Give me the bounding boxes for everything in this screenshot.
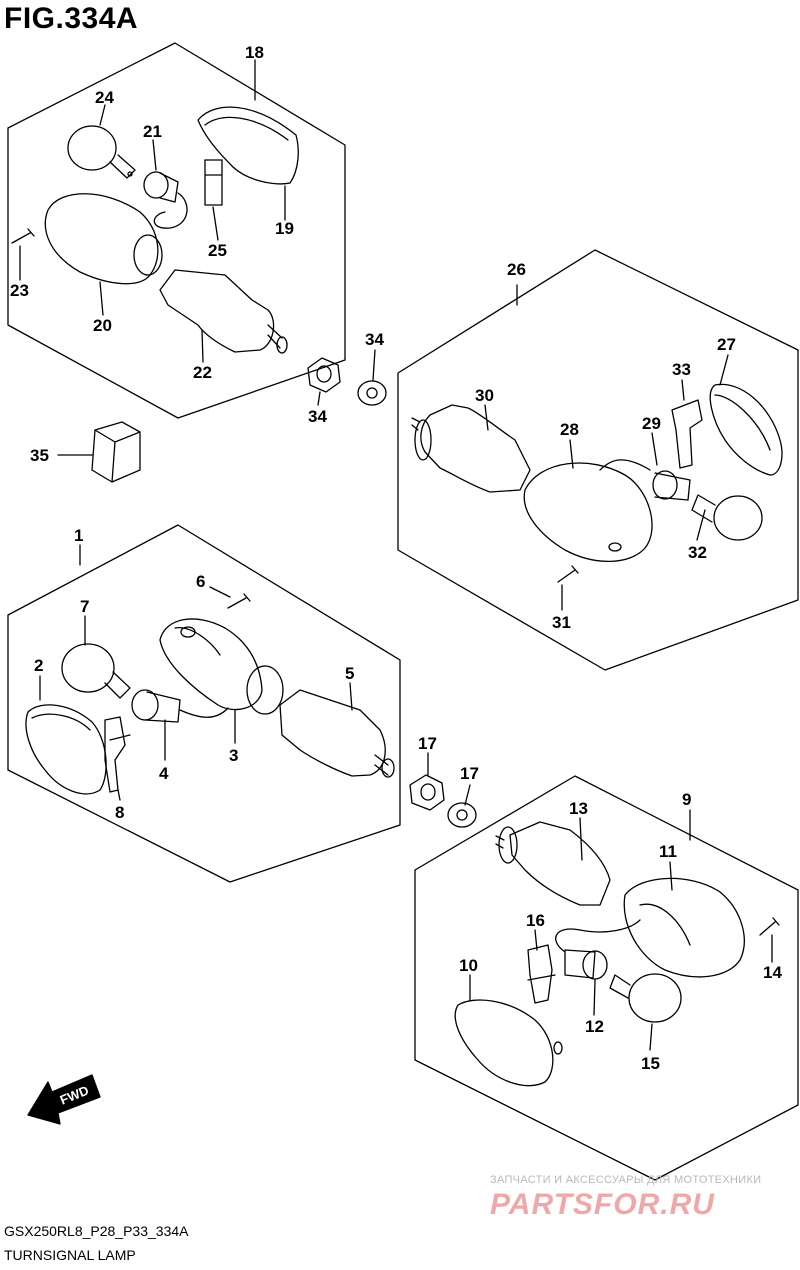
- callout-11: 11: [659, 842, 677, 861]
- stay-5: [279, 689, 386, 777]
- callout-4: 4: [159, 764, 169, 783]
- lens-18: [197, 106, 299, 185]
- lens-27: [709, 383, 783, 476]
- callout-17-nut: 17: [418, 734, 437, 753]
- clip-33: [671, 399, 703, 469]
- socket-21: [143, 171, 169, 199]
- figure-title: FIG.334A: [4, 2, 139, 35]
- fwd-arrow-icon: [27, 1074, 101, 1125]
- callout-19: 19: [275, 219, 294, 238]
- bulb-15: [628, 973, 682, 1023]
- callout-6: 6: [196, 572, 205, 591]
- watermark-logo: PARTSFOR.RU: [490, 1188, 715, 1221]
- screw-14: [759, 917, 780, 936]
- callout-26: 26: [507, 260, 526, 279]
- callout-29: 29: [642, 414, 661, 433]
- callout-22: 22: [193, 363, 212, 382]
- assembly-outline-right: [397, 249, 799, 671]
- callout-35: 35: [30, 446, 49, 465]
- callout-30: 30: [475, 386, 494, 405]
- housing-28: [523, 462, 653, 563]
- clip-16: [527, 944, 556, 1004]
- callout-18: 18: [245, 43, 264, 62]
- callout-23: 23: [10, 281, 29, 300]
- callout-31: 31: [552, 613, 571, 632]
- callout-14: 14: [763, 963, 782, 982]
- stay-30: [420, 404, 531, 493]
- stay-22: [159, 269, 275, 353]
- callout-34-nut: 34: [308, 407, 327, 426]
- callout-12: 12: [585, 1017, 604, 1036]
- assembly-outline-left-lower: [7, 524, 401, 883]
- screw-23: [11, 228, 35, 244]
- screw-31: [557, 565, 579, 583]
- callout-9: 9: [682, 790, 691, 809]
- callout-24: 24: [95, 88, 114, 107]
- bulb-7: [61, 643, 115, 693]
- housing-3: [159, 618, 263, 711]
- callout-2: 2: [34, 656, 43, 675]
- callout-8: 8: [115, 803, 124, 822]
- stay-13: [509, 821, 611, 906]
- callout-5: 5: [345, 664, 354, 683]
- callout-21: 21: [143, 122, 162, 141]
- screw-6: [227, 593, 251, 609]
- housing-11: [623, 877, 745, 978]
- callout-34-washer: 34: [365, 330, 384, 349]
- callout-32: 32: [688, 543, 707, 562]
- figure-caption: TURNSIGNAL LAMP: [4, 1247, 136, 1263]
- assembly-outline-right-lower: [414, 775, 799, 1181]
- callout-1: 1: [74, 526, 83, 545]
- washer-34b: [357, 380, 387, 406]
- callout-13: 13: [569, 799, 588, 818]
- lens-2: [25, 704, 107, 795]
- clip-8: [104, 716, 131, 793]
- bulb-32: [713, 495, 763, 541]
- callout-10: 10: [459, 956, 478, 975]
- callout-28: 28: [560, 420, 579, 439]
- callout-33: 33: [672, 360, 691, 379]
- callout-numbers: 18 24 21 19 25 23 20 22 34 34 35 26 27 3…: [10, 43, 782, 1073]
- relay-35: [91, 421, 141, 483]
- callout-3: 3: [229, 746, 238, 765]
- assembly-outline-top-left: [7, 42, 346, 419]
- housing-20: [44, 193, 159, 285]
- nut-34a: [307, 357, 341, 393]
- socket-12: [582, 950, 608, 980]
- socket-29: [652, 470, 678, 500]
- nut-17a: [409, 774, 445, 811]
- callout-16: 16: [526, 911, 545, 930]
- lens-10: [454, 999, 554, 1087]
- watermark-tagline: ЗАПЧАСТИ И АКСЕССУАРЫ ДЛЯ МОТОТЕХНИКИ: [490, 1174, 762, 1186]
- washer-17b: [447, 802, 477, 828]
- callout-27: 27: [717, 335, 736, 354]
- callout-17-washer: 17: [460, 764, 479, 783]
- callout-15: 15: [641, 1054, 660, 1073]
- bulb-24: [67, 125, 117, 171]
- model-code: GSX250RL8_P28_P33_334A: [4, 1223, 189, 1239]
- clip-25: [204, 159, 223, 206]
- callout-25: 25: [208, 241, 227, 260]
- callout-7: 7: [80, 597, 89, 616]
- callout-20: 20: [93, 316, 112, 335]
- socket-4: [131, 689, 159, 721]
